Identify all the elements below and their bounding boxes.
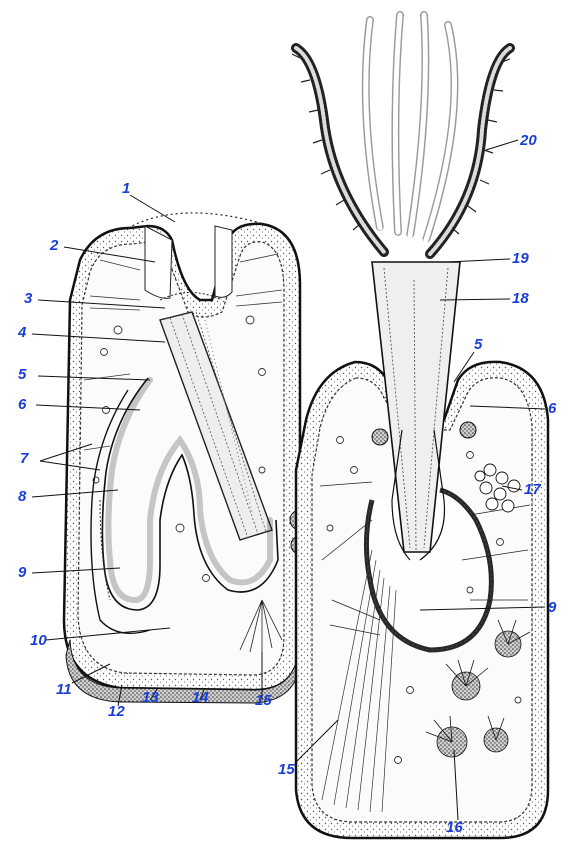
label-18: 18 [512,290,529,307]
label-19: 19 [512,250,529,267]
label-4: 4 [18,324,27,341]
label-10: 10 [30,632,47,649]
leader-lines [31,139,546,821]
label-13: 13 [142,689,159,706]
label-5-left: 5 [18,366,27,383]
label-5-right: 5 [474,336,483,353]
label-16: 16 [446,819,463,836]
spermatogenic-clusters [425,619,531,758]
label-7: 7 [20,450,29,467]
left-gut [105,377,273,604]
label-8: 8 [18,488,27,505]
lophophore-tentacles [291,11,515,259]
label-17: 17 [524,481,541,498]
label-15-left: 15 [255,692,272,709]
label-2: 2 [50,237,59,254]
label-9-right: 9 [548,599,557,616]
ovary [474,463,521,513]
label-1: 1 [122,180,131,197]
label-3: 3 [24,290,33,307]
label-6-left: 6 [18,396,27,413]
label-15-right: 15 [278,761,295,778]
label-9-left: 9 [18,564,27,581]
label-12: 12 [108,703,125,720]
left-zooid [62,212,302,704]
right-zooid [294,261,550,840]
label-14: 14 [192,689,209,706]
label-6-right: 6 [548,400,557,417]
label-11: 11 [56,681,72,698]
label-20: 20 [520,132,537,149]
